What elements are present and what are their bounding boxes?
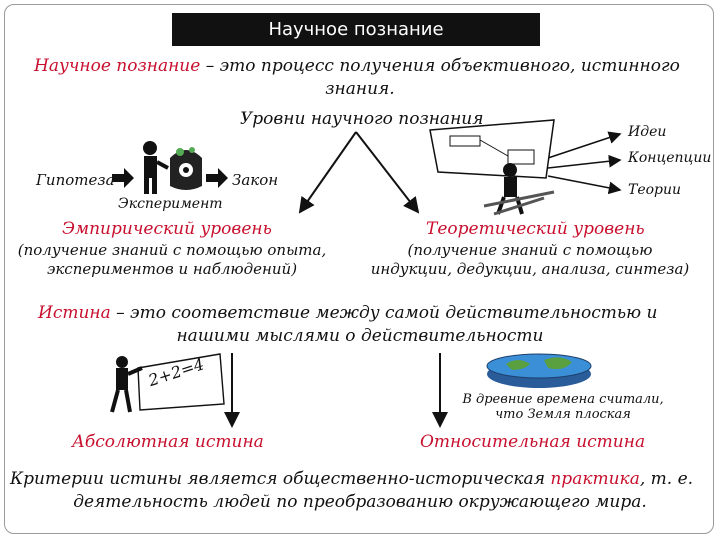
criteria-line-1: Критерии истины является общественно-ист… <box>10 469 693 489</box>
slide-title: Научное познание <box>172 13 540 46</box>
definition-rest: – это процесс получения объективного, ис… <box>200 56 680 76</box>
theories-label: Теории <box>628 182 682 198</box>
flat-earth-icon <box>486 353 592 388</box>
concepts-label: Концепции <box>628 150 712 166</box>
definition-line-1: Научное познание – это процесс получения… <box>34 56 680 76</box>
ideas-label: Идеи <box>628 124 667 140</box>
flat-earth-note-1: В древние времена считали, <box>462 392 664 407</box>
equation-board-icon <box>110 353 225 413</box>
arrow-to-empirical <box>298 131 357 214</box>
empirical-desc-2: экспериментов и наблюдений) <box>46 260 298 278</box>
ray-concepts <box>547 154 622 169</box>
criteria-part-1: Критерии истины является общественно-ист… <box>10 469 551 489</box>
arrow-to-theoretical <box>355 131 420 214</box>
criteria-practice: практика <box>550 469 640 489</box>
criteria-part-2: , т. е. <box>639 469 694 489</box>
ray-theories <box>547 175 622 195</box>
hypothesis-arrow-icon <box>112 168 134 188</box>
ray-ideas <box>547 131 622 159</box>
theoretical-desc-2: индукции, дедукции, анализа, синтеза) <box>370 260 690 278</box>
definition-line-2: знания. <box>325 79 395 99</box>
empirical-desc-1: (получение знаний с помощью опыта, <box>17 241 327 259</box>
truth-line-2: нашими мыслями о действительности <box>176 326 544 346</box>
truth-rest: – это соответствие между самой действите… <box>110 303 658 323</box>
slide-frame <box>4 4 714 534</box>
law-arrow-icon <box>206 168 228 188</box>
empirical-title: Эмпирический уровень <box>62 219 272 239</box>
definition-term: Научное познание <box>34 56 201 76</box>
theoretical-title: Теоретический уровень <box>426 219 645 239</box>
theory-thinker-icon <box>429 119 555 216</box>
experiment-scientist-icon <box>143 141 202 194</box>
truth-line-1: Истина – это соответствие между самой де… <box>38 303 658 323</box>
hypothesis-label: Гипотеза <box>36 171 115 189</box>
theoretical-desc-1: (получение знаний с помощью <box>407 241 653 259</box>
truth-term: Истина <box>38 303 111 323</box>
criteria-line-2: деятельность людей по преобразованию окр… <box>73 492 647 512</box>
relative-truth-label: Относительная истина <box>420 432 646 452</box>
absolute-truth-label: Абсолютная истина <box>72 432 264 452</box>
levels-title: Уровни научного познания <box>240 109 484 129</box>
experiment-label: Эксперимент <box>118 196 223 212</box>
law-label: Закон <box>232 171 279 189</box>
flat-earth-note-2: что Земля плоская <box>495 407 631 422</box>
